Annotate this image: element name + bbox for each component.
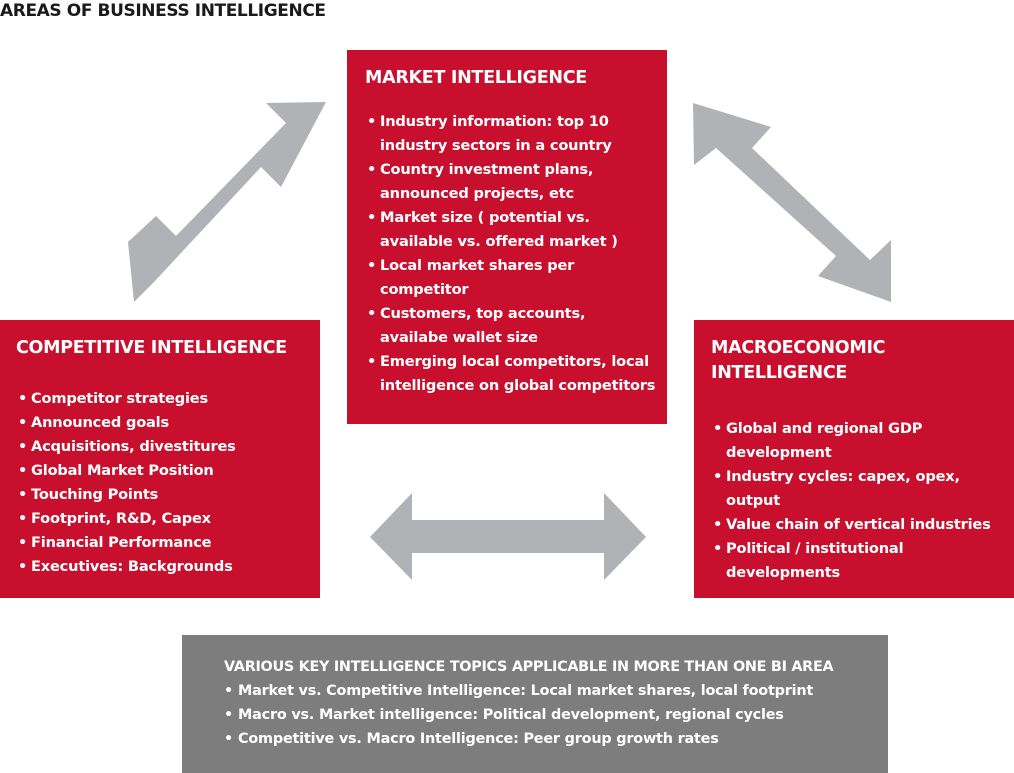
bullet-icon: • [18, 534, 28, 551]
diagram-title: AREAS OF BUSINESS INTELLIGENCE [0, 1, 326, 21]
list-item: •Value chain of vertical industries [711, 513, 1006, 537]
list-item: •Competitor strategies [16, 387, 312, 411]
bullet-icon: • [18, 510, 28, 527]
double-arrow-left-diagonal-icon [128, 102, 326, 302]
bullet-icon: • [367, 209, 377, 226]
bullet-icon: • [367, 353, 377, 370]
bullet-icon: • [713, 420, 723, 437]
list-item: •Global Market Position [16, 459, 312, 483]
bullet-icon: • [18, 438, 28, 455]
bullet-icon: • [18, 486, 28, 503]
competitive-intelligence-list: •Competitor strategies •Announced goals … [16, 387, 312, 579]
bullet-icon: • [367, 113, 377, 130]
list-item: •Financial Performance [16, 531, 312, 555]
bullet-icon: • [18, 462, 28, 479]
list-item: •Country investment plans,announced proj… [365, 158, 657, 206]
bullet-icon: • [224, 683, 233, 699]
list-item: •Industry cycles: capex, opex,output [711, 465, 1006, 513]
list-item: •Market size ( potential vs.available vs… [365, 206, 657, 254]
competitive-intelligence-box: COMPETITIVE INTELLIGENCE •Competitor str… [0, 320, 320, 598]
bullet-icon: • [18, 414, 28, 431]
market-intelligence-box: MARKET INTELLIGENCE •Industry informatio… [347, 50, 667, 424]
bullet-icon: • [18, 558, 28, 575]
key-intelligence-topics-heading: VARIOUS KEY INTELLIGENCE TOPICS APPLICAB… [224, 659, 834, 675]
bullet-icon: • [224, 731, 233, 747]
bullet-icon: • [18, 390, 28, 407]
key-intelligence-topics-list: •Market vs. Competitive Intelligence: Lo… [224, 679, 888, 751]
list-item: •Acquisitions, divestitures [16, 435, 312, 459]
list-item: •Footprint, R&D, Capex [16, 507, 312, 531]
double-arrow-right-diagonal-icon [693, 103, 891, 302]
competitive-intelligence-heading: COMPETITIVE INTELLIGENCE [16, 338, 287, 358]
list-item: •Touching Points [16, 483, 312, 507]
list-item: •Macro vs. Market intelligence: Politica… [224, 703, 888, 727]
bullet-icon: • [367, 305, 377, 322]
list-item: •Market vs. Competitive Intelligence: Lo… [224, 679, 888, 703]
bullet-icon: • [224, 707, 233, 723]
bullet-icon: • [367, 161, 377, 178]
double-arrow-horizontal-icon [370, 493, 646, 580]
bullet-icon: • [713, 468, 723, 485]
market-intelligence-heading: MARKET INTELLIGENCE [365, 68, 587, 88]
bullet-icon: • [713, 540, 723, 557]
bullet-icon: • [713, 516, 723, 533]
list-item: •Customers, top accounts,availabe wallet… [365, 302, 657, 350]
key-intelligence-topics-box: VARIOUS KEY INTELLIGENCE TOPICS APPLICAB… [182, 635, 888, 773]
list-item: •Competitive vs. Macro Intelligence: Pee… [224, 727, 888, 751]
list-item: •Announced goals [16, 411, 312, 435]
bullet-icon: • [367, 257, 377, 274]
list-item: •Executives: Backgrounds [16, 555, 312, 579]
